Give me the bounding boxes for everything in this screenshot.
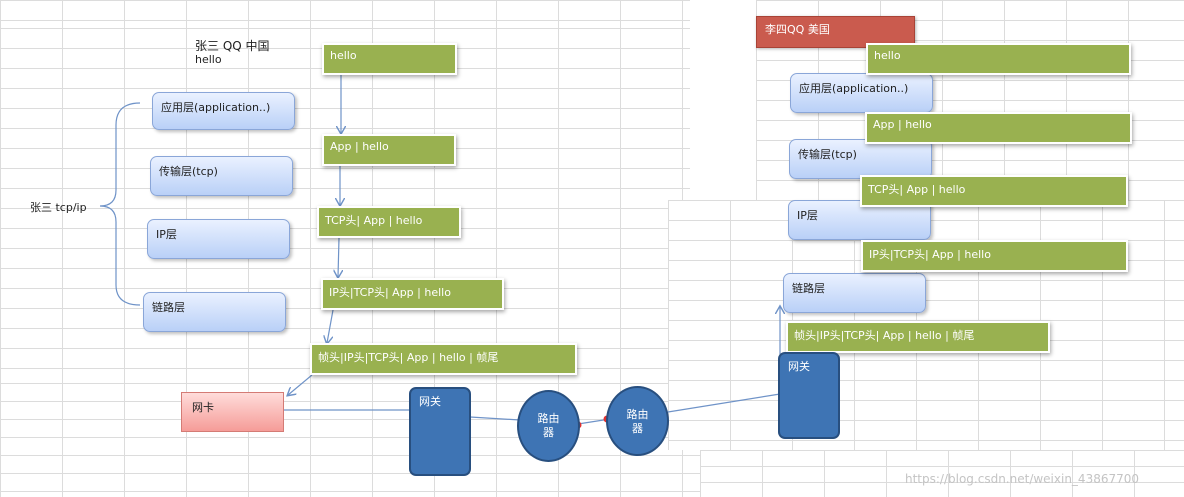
arrow-tcp-to-ip [338, 237, 339, 277]
layer-ip: IP层 [147, 219, 290, 259]
grid-background-left [0, 28, 690, 383]
layer-application-label: 应用层(application..) [161, 101, 271, 114]
layer-link-label: 链路层 [152, 301, 185, 314]
layer-ip-label: IP层 [156, 228, 177, 241]
grid-background-bottom [0, 383, 700, 497]
right-layer-application-label: 应用层(application..) [799, 82, 909, 95]
link-router-gateway-right [667, 393, 781, 413]
nic-box: 网卡 [181, 392, 284, 432]
router-2-label: 路由器 [626, 408, 649, 435]
packet-hello: hello [322, 43, 457, 75]
right-layer-link: 链路层 [783, 273, 926, 313]
gateway-left: 网关 [409, 387, 471, 476]
gateway-right-label: 网关 [788, 360, 810, 373]
sender-subtitle: hello [195, 53, 222, 66]
layer-link: 链路层 [143, 292, 286, 332]
packet-tcp: TCP头| App | hello [317, 206, 461, 238]
stack-bracket [99, 102, 141, 306]
router-2: 路由器 [606, 386, 669, 456]
right-packet-ip: IP头|TCP头| App | hello [861, 240, 1128, 272]
link-gateway-router [469, 416, 521, 421]
layer-transport-label: 传输层(tcp) [159, 165, 218, 178]
watermark: https://blog.csdn.net/weixin_43867700 [905, 472, 1140, 486]
grid-background-top [0, 0, 690, 30]
right-packet-frame: 帧头|IP头|TCP头| App | hello | 帧尾 [786, 321, 1050, 353]
layer-transport: 传输层(tcp) [150, 156, 293, 196]
gateway-left-label: 网关 [419, 395, 441, 408]
packet-ip: IP头|TCP头| App | hello [321, 278, 504, 310]
layer-application: 应用层(application..) [152, 92, 295, 130]
right-packet-tcp: TCP头| App | hello [860, 175, 1128, 207]
receiver-title: 李四QQ 美国 [756, 16, 915, 48]
right-layer-transport-label: 传输层(tcp) [798, 148, 857, 161]
stack-label: 张三 tcp/ip [30, 201, 87, 214]
gateway-right: 网关 [778, 352, 840, 439]
right-packet-hello: hello [866, 43, 1131, 75]
arrow-frame-to-nic [288, 374, 313, 395]
right-layer-link-label: 链路层 [792, 282, 825, 295]
right-layer-ip-label: IP层 [797, 209, 818, 222]
right-packet-app: App | hello [865, 112, 1132, 144]
router-1: 路由器 [517, 390, 580, 462]
packet-app: App | hello [322, 134, 456, 166]
right-layer-application: 应用层(application..) [790, 73, 933, 113]
nic-label: 网卡 [192, 401, 214, 414]
grid-background-right-bottom [700, 450, 1184, 497]
packet-frame: 帧头|IP头|TCP头| App | hello | 帧尾 [310, 343, 577, 375]
sender-title: 张三 QQ 中国 [195, 39, 270, 53]
arrow-ip-to-frame [327, 309, 334, 343]
router-1-label: 路由器 [537, 412, 560, 439]
right-layer-transport: 传输层(tcp) [789, 139, 932, 179]
